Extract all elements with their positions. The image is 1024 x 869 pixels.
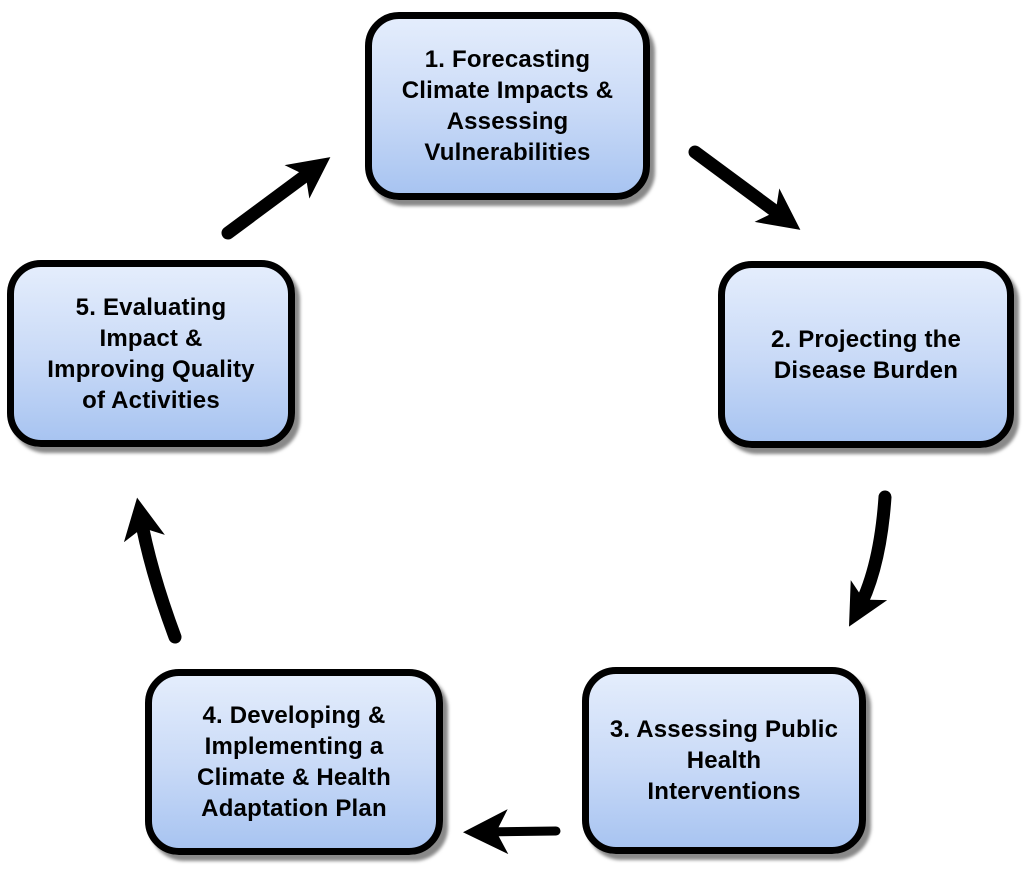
step-1-box: 1. Forecasting Climate Impacts & Assessi…	[365, 12, 650, 200]
step-5-box: 5. Evaluating Impact & Improving Quality…	[7, 260, 295, 447]
step-1-label: 1. Forecasting Climate Impacts & Assessi…	[401, 46, 614, 166]
arrow-step4-to-step5-icon	[123, 497, 182, 644]
arrow-step2-to-step3-icon	[849, 490, 892, 627]
step-2-label: 2. Projecting the Disease Burden	[770, 325, 962, 384]
step-4-label: 4. Developing & Implementing a Climate &…	[197, 702, 391, 822]
step-3-label: 3. Assessing Public Health Interventions	[609, 716, 839, 805]
arrow-step1-to-step2-icon	[688, 145, 801, 230]
arrow-step5-to-step1-icon	[221, 157, 331, 240]
step-3-box: 3. Assessing Public Health Interventions	[582, 667, 866, 854]
step-2-box: 2. Projecting the Disease Burden	[718, 261, 1014, 448]
step-5-label: 5. Evaluating Impact & Improving Quality…	[47, 293, 255, 414]
step-4-box: 4. Developing & Implementing a Climate &…	[145, 669, 443, 855]
arrow-step3-to-step4-icon	[463, 809, 561, 855]
